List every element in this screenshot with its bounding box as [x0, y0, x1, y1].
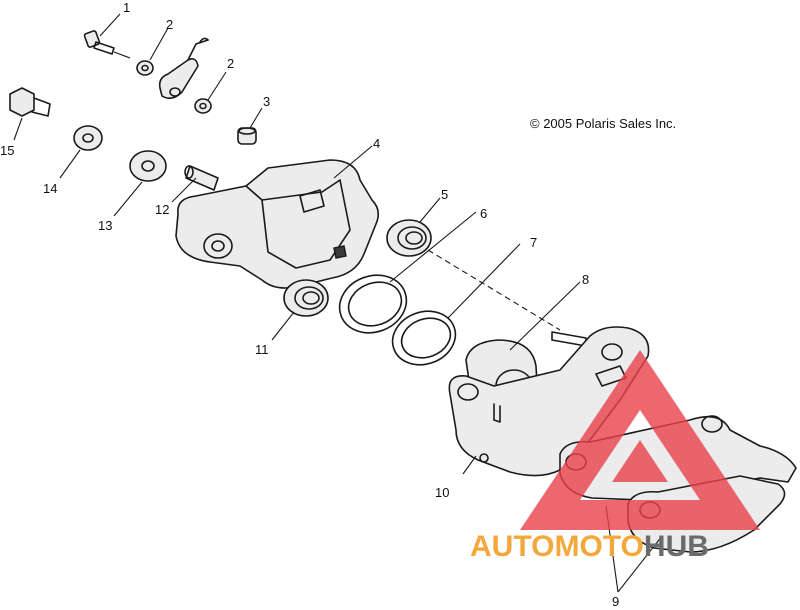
part-o-ring [338, 274, 408, 334]
callout-6: 6 [480, 206, 487, 221]
part-washer-lower [194, 98, 212, 114]
callout-5: 5 [441, 187, 448, 202]
part-washer-upper [136, 60, 154, 76]
watermark-logo [520, 350, 760, 530]
callout-15: 15 [0, 143, 14, 158]
callout-13: 13 [98, 218, 112, 233]
watermark-text: AUTOMOTOHUB [470, 530, 709, 563]
watermark-inner-triangle-icon [612, 440, 668, 482]
callout-4: 4 [373, 136, 380, 151]
callout-3: 3 [263, 94, 270, 109]
part-banjo-fitting [158, 37, 209, 100]
callout-10: 10 [435, 485, 449, 500]
copyright-notice: © 2005 Polaris Sales Inc. [530, 116, 676, 131]
part-bleeder-screw [83, 30, 131, 59]
part-seal-lower [283, 279, 329, 317]
callout-2-upper: 2 [166, 17, 173, 32]
part-guide-pin [184, 165, 219, 191]
callout-12: 12 [155, 202, 169, 217]
callout-1: 1 [123, 0, 130, 15]
callout-11: 11 [255, 342, 269, 357]
part-piston-ring [391, 310, 457, 366]
part-caliper-bracket [448, 326, 650, 477]
part-bolt [9, 87, 51, 117]
callout-2-lower: 2 [227, 56, 234, 71]
callout-7: 7 [530, 235, 537, 250]
watermark-text-hub: HUB [644, 530, 709, 563]
part-washer-13 [129, 150, 167, 182]
part-washer-14 [73, 125, 103, 151]
watermark-triangle-icon [520, 350, 760, 530]
part-caliper-body [175, 159, 380, 289]
callout-8: 8 [582, 272, 589, 287]
callout-labels: 1 2 2 3 4 5 6 7 8 9 10 11 12 13 14 15 [0, 0, 619, 609]
watermark-text-automoto: AUTOMOTO [470, 530, 644, 563]
callout-14: 14 [43, 181, 57, 196]
callout-9: 9 [612, 594, 619, 609]
part-bushing [237, 127, 257, 145]
assembly-axis-line [427, 249, 561, 331]
part-seal-upper [386, 219, 432, 257]
